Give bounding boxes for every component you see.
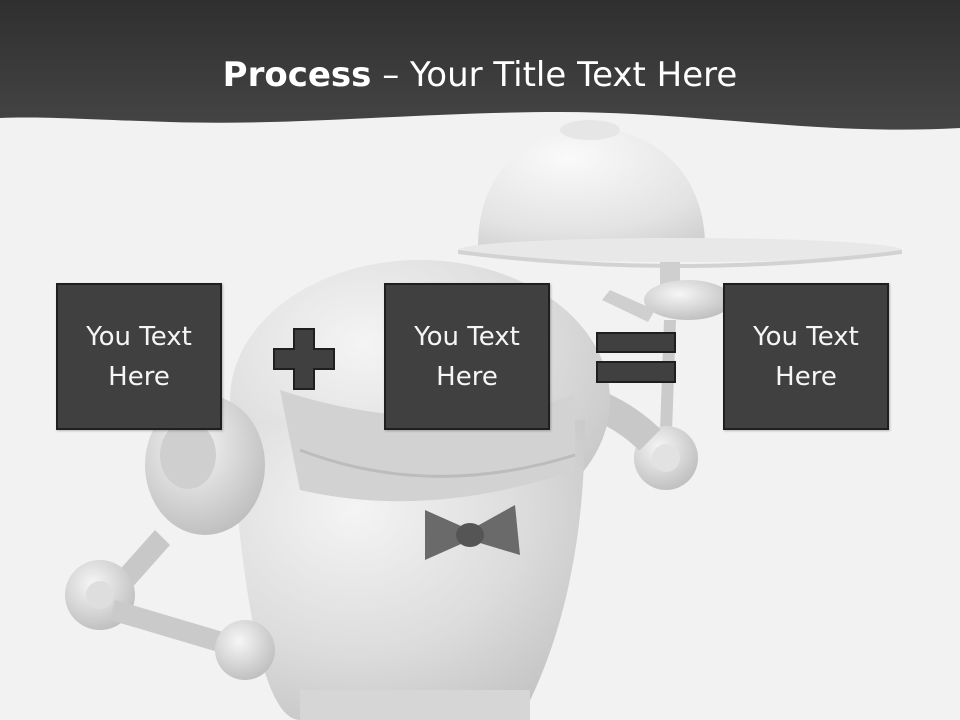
title-separator: – bbox=[371, 55, 411, 95]
process-box-1: You Text Here bbox=[56, 283, 222, 430]
process-box-2: You Text Here bbox=[384, 283, 550, 430]
title-bold: Process bbox=[222, 55, 372, 95]
process-box-3: You Text Here bbox=[723, 283, 889, 430]
header-band bbox=[0, 0, 960, 130]
process-box-1-text: You Text Here bbox=[86, 321, 192, 392]
plus-icon bbox=[273, 328, 335, 390]
title-rest: Your Title Text Here bbox=[410, 55, 738, 95]
equals-icon bbox=[596, 332, 676, 383]
process-box-3-text: You Text Here bbox=[753, 321, 859, 392]
slide-title: Process – Your Title Text Here bbox=[0, 52, 960, 98]
process-box-2-text: You Text Here bbox=[414, 321, 520, 392]
